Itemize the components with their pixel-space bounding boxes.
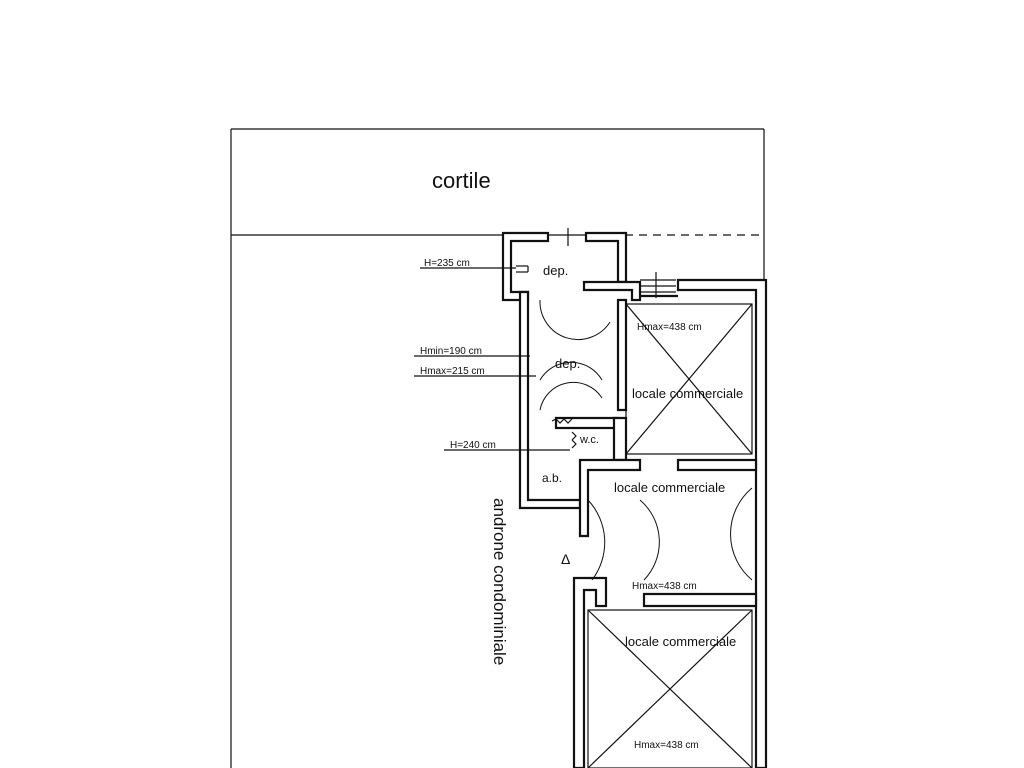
wc-fixtures: [551, 418, 577, 449]
antibath-label: a.b.: [542, 471, 562, 485]
site-outline: [230, 128, 765, 768]
entrance-marker: Δ: [561, 551, 570, 567]
courtyard-label: cortile: [432, 168, 491, 193]
hallway-label: androne condominiale: [490, 498, 509, 665]
shop-lower-label: locale commerciale: [625, 634, 736, 649]
door-swings: [539, 299, 753, 581]
storage-min-height: Hmin=190 cm: [420, 346, 482, 357]
shop-upper-height: Hmax=438 cm: [637, 322, 702, 333]
shop-upper-label: locale commerciale: [632, 386, 743, 401]
opening-markers: [516, 228, 676, 298]
storage-max-height: Hmax=215 cm: [420, 366, 485, 377]
shop-middle-label: locale commerciale: [614, 480, 725, 495]
shop-upper-interior: [625, 303, 753, 455]
storage-mid-label: dep.: [555, 356, 580, 371]
height-leaders: [414, 267, 570, 451]
wc-label: w.c.: [579, 434, 599, 446]
wc-height: H=240 cm: [450, 440, 496, 451]
walls: [501, 231, 768, 768]
shop-middle-height: Hmax=438 cm: [632, 581, 697, 592]
storage-top-label: dep.: [543, 263, 568, 278]
shop-lower-interior: [587, 609, 753, 768]
storage-top-height: H=235 cm: [424, 258, 470, 269]
shop-lower-height: Hmax=438 cm: [634, 740, 699, 751]
